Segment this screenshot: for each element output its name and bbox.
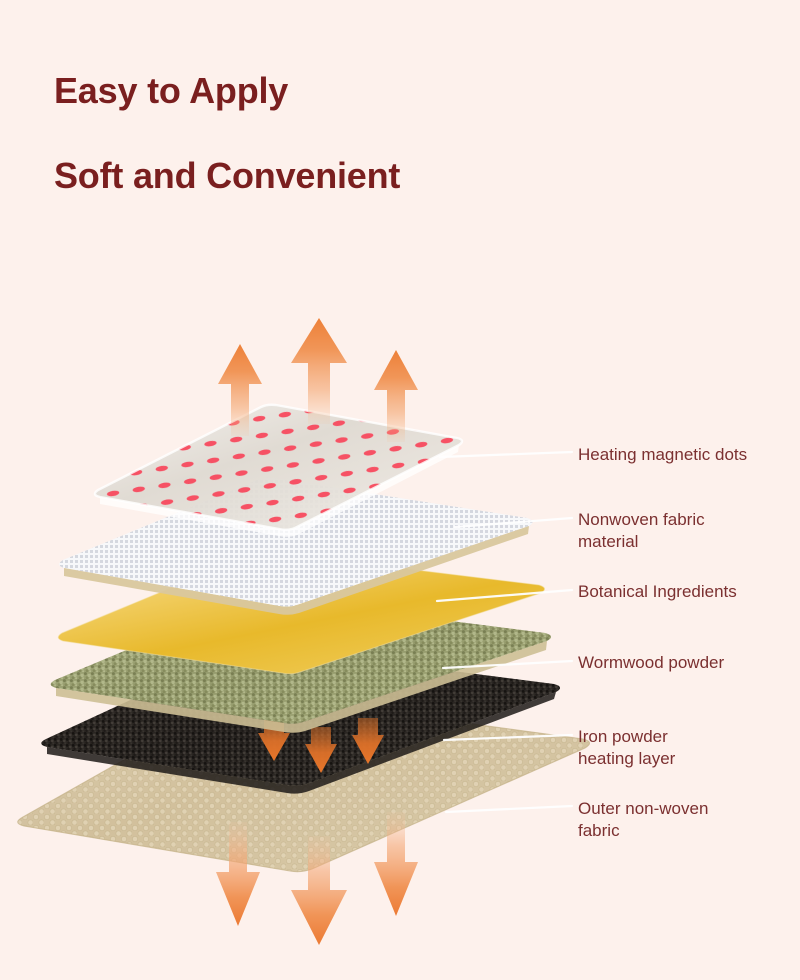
layer-label-heating-magnetic-dots: Heating magnetic dots [578,445,748,464]
heat-arrow-middle-2 [305,727,337,773]
leader-line-4 [442,733,574,742]
layer-label-wormwood-powder: Wormwood powder [578,653,725,672]
heat-arrow-top-1 [218,344,262,436]
layer-edge-mesh [64,526,529,615]
page-title-line1: Easy to Apply [54,70,289,111]
leader-line-5 [444,804,574,814]
leader-line-0 [438,450,574,459]
leader-line-1 [453,516,574,529]
layer-label-botanical-ingredients: Botanical Ingredients [578,582,737,601]
heat-arrows-bottom [216,812,418,945]
heat-arrow-bottom-2 [291,836,347,945]
page-title-line2: Soft and Convenient [54,154,401,196]
layer-label-iron-powder-heating-layer: Iron powder heating layer [578,727,676,768]
layer-edge-wormwood [56,641,547,733]
heat-arrow-bottom-3 [374,812,418,916]
heading-block: Easy to Apply Soft and Convenient [54,72,574,195]
layer-surface-gold [58,551,545,674]
layer-label-outer-non-woven-fabric: Outer non-woven fabric [578,799,709,840]
layer-edge-iron [47,692,556,794]
layer-label-nonwoven-fabric-material: Nonwoven fabric material [578,510,705,551]
heat-arrow-bottom-1 [216,822,260,926]
heat-arrows-top [218,318,418,442]
leader-line-2 [435,588,574,603]
leader-lines [435,450,574,814]
heat-arrow-top-3 [374,350,418,442]
layer-edge-top [100,445,459,537]
leader-line-3 [441,659,574,670]
heat-arrow-top-2 [291,318,347,424]
heat-arrow-middle-3 [352,718,384,764]
